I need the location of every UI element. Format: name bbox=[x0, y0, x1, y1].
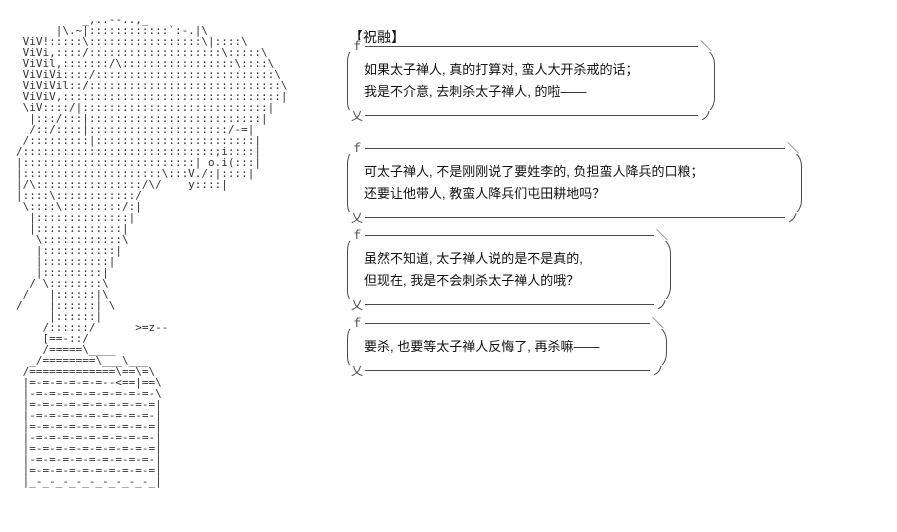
bubble-corner-top-right: ＼ bbox=[784, 141, 801, 155]
bubble-corner-bottom-left: 乂 bbox=[349, 109, 366, 123]
bubble-corner-top-right: ＼ bbox=[653, 228, 670, 242]
dialogue-line: 还要让他带人, 教蛮人降兵们屯田耕地吗？ bbox=[364, 186, 606, 201]
dialogue-line: 要杀, 也要等太子禅人反悔了, 再杀嘛—— bbox=[364, 339, 600, 354]
ascii-art-character: _,..--..,_ |\.~|::::::::::::`:-.|\ ViV!:… bbox=[16, 13, 288, 488]
bubble-corner-top-left: ｆ bbox=[349, 141, 366, 155]
dialogue-line: 可太子禅人, 不是刚刚说了要姓李的, 负担蛮人降兵的口粮； bbox=[364, 164, 704, 179]
dialogue-line: 虽然不知道, 太子禅人说的是不是真的, bbox=[364, 251, 583, 266]
bubble-corner-top-left: ｆ bbox=[349, 316, 366, 330]
speech-bubble-3: ｆ ＼ 乂 ノ 虽然不知道, 太子禅人说的是不是真的, 但现在, 我是不会刺杀太… bbox=[347, 229, 671, 311]
bubble-corner-top-right: ＼ bbox=[697, 39, 714, 53]
speech-bubble-1: ｆ ＼ 乂 ノ 如果太子禅人, 真的打算对, 蛮人大开杀戒的话； 我是不介意, … bbox=[347, 40, 715, 122]
dialogue-line: 如果太子禅人, 真的打算对, 蛮人大开杀戒的话； bbox=[364, 62, 639, 77]
bubble-corner-bottom-left: 乂 bbox=[349, 298, 366, 312]
bubble-corner-bottom-left: 乂 bbox=[349, 211, 366, 225]
bubble-corner-bottom-right: ノ bbox=[697, 109, 714, 123]
bubble-corner-bottom-right: ノ bbox=[649, 364, 666, 378]
speech-bubble-2: ｆ ＼ 乂 ノ 可太子禅人, 不是刚刚说了要姓李的, 负担蛮人降兵的口粮； 还要… bbox=[347, 142, 802, 224]
speech-bubble-4: ｆ ＼ 乂 ノ 要杀, 也要等太子禅人反悔了, 再杀嘛—— bbox=[347, 317, 667, 377]
bubble-corner-bottom-right: ノ bbox=[784, 211, 801, 225]
dialogue-line: 但现在, 我是不会刺杀太子禅人的哦？ bbox=[364, 273, 580, 288]
bubble-corner-top-left: ｆ bbox=[349, 39, 366, 53]
dialogue-line: 我是不介意, 去刺杀太子禅人, 的啦—— bbox=[364, 84, 587, 99]
bubble-corner-bottom-left: 乂 bbox=[349, 364, 366, 378]
bubble-corner-top-right: ＼ bbox=[649, 316, 666, 330]
bubble-corner-bottom-right: ノ bbox=[653, 298, 670, 312]
bubble-corner-top-left: ｆ bbox=[349, 228, 366, 242]
